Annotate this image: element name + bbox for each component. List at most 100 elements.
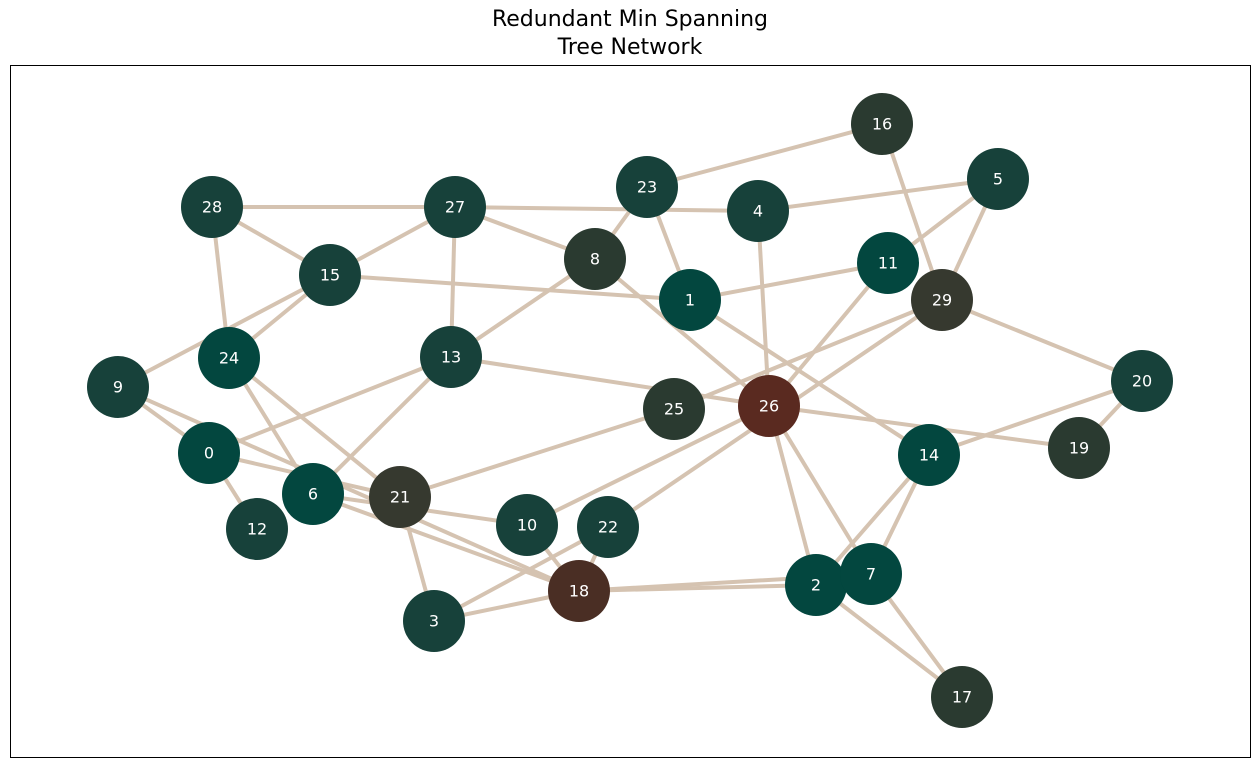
- node-27: 27: [424, 176, 486, 238]
- node-label-28: 28: [202, 198, 222, 217]
- node-23: 23: [616, 156, 678, 218]
- node-label-5: 5: [993, 170, 1003, 189]
- node-circle-15: [299, 244, 361, 306]
- node-circle-10: [496, 494, 558, 556]
- node-label-18: 18: [569, 582, 589, 601]
- node-label-9: 9: [113, 378, 123, 397]
- node-circle-21: [369, 466, 431, 528]
- node-label-12: 12: [247, 520, 267, 539]
- node-25: 25: [643, 378, 705, 440]
- node-10: 10: [496, 494, 558, 556]
- edge-6-18: [311, 492, 581, 593]
- node-circle-0: [178, 422, 240, 484]
- node-circle-3: [403, 590, 465, 652]
- edge-13-6: [311, 355, 453, 496]
- node-label-13: 13: [441, 348, 461, 367]
- edge-1-11: [688, 261, 890, 302]
- node-label-11: 11: [878, 254, 898, 273]
- node-29: 29: [911, 269, 973, 331]
- node-label-2: 2: [811, 576, 821, 595]
- node-13: 13: [420, 326, 482, 388]
- edge-23-16: [645, 122, 884, 189]
- node-circle-2: [785, 554, 847, 616]
- node-label-25: 25: [664, 400, 684, 419]
- node-label-0: 0: [204, 444, 214, 463]
- node-label-3: 3: [429, 612, 439, 631]
- node-16: 16: [851, 93, 913, 155]
- node-circle-29: [911, 269, 973, 331]
- node-circle-11: [857, 232, 919, 294]
- node-20: 20: [1111, 350, 1173, 412]
- node-circle-1: [659, 269, 721, 331]
- node-label-26: 26: [759, 397, 779, 416]
- node-6: 6: [282, 463, 344, 525]
- node-circle-9: [87, 356, 149, 418]
- node-label-17: 17: [952, 688, 972, 707]
- edge-11-26: [767, 261, 890, 408]
- edge-26-7: [767, 404, 873, 576]
- node-label-15: 15: [320, 266, 340, 285]
- edge-24-21: [227, 356, 402, 499]
- node-circle-14: [898, 424, 960, 486]
- node-5: 5: [967, 148, 1029, 210]
- node-circle-25: [643, 378, 705, 440]
- node-18: 18: [548, 560, 610, 622]
- node-circle-4: [727, 180, 789, 242]
- edge-20-14: [927, 379, 1144, 457]
- edge-29-20: [940, 298, 1144, 383]
- edge-1-14: [688, 298, 931, 457]
- edge-22-3: [432, 525, 610, 623]
- node-9: 9: [87, 356, 149, 418]
- node-28: 28: [181, 176, 243, 238]
- node-circle-20: [1111, 350, 1173, 412]
- node-label-4: 4: [753, 202, 763, 221]
- edge-9-18: [116, 385, 581, 593]
- node-circle-26: [738, 375, 800, 437]
- node-circle-27: [424, 176, 486, 238]
- node-2: 2: [785, 554, 847, 616]
- edge-21-25: [398, 407, 676, 499]
- node-21: 21: [369, 466, 431, 528]
- edge-29-25: [672, 298, 944, 411]
- edge-13-0: [207, 355, 453, 455]
- node-label-21: 21: [390, 488, 410, 507]
- node-label-1: 1: [685, 291, 695, 310]
- node-0: 0: [178, 422, 240, 484]
- node-label-19: 19: [1069, 439, 1089, 458]
- node-circle-19: [1048, 417, 1110, 479]
- node-label-20: 20: [1132, 372, 1152, 391]
- node-circle-18: [548, 560, 610, 622]
- node-label-29: 29: [932, 291, 952, 310]
- node-label-22: 22: [598, 518, 618, 537]
- node-12: 12: [226, 498, 288, 560]
- node-label-16: 16: [872, 115, 892, 134]
- node-label-27: 27: [445, 198, 465, 217]
- node-circle-23: [616, 156, 678, 218]
- node-circle-6: [282, 463, 344, 525]
- node-label-6: 6: [308, 485, 318, 504]
- node-label-23: 23: [637, 178, 657, 197]
- node-15: 15: [299, 244, 361, 306]
- edge-4-5: [756, 177, 1000, 213]
- chart-title: Redundant Min Spanning Tree Network: [0, 6, 1260, 62]
- node-label-14: 14: [919, 446, 939, 465]
- plot-frame: [10, 65, 1251, 758]
- edge-27-4: [453, 205, 760, 213]
- node-circle-5: [967, 148, 1029, 210]
- node-4: 4: [727, 180, 789, 242]
- node-label-10: 10: [517, 516, 537, 535]
- edge-26-10: [525, 404, 771, 527]
- node-22: 22: [577, 496, 639, 558]
- node-circle-24: [198, 327, 260, 389]
- node-circle-12: [226, 498, 288, 560]
- node-circle-22: [577, 496, 639, 558]
- node-26: 26: [738, 375, 800, 437]
- edge-13-26: [449, 355, 771, 408]
- node-8: 8: [564, 228, 626, 290]
- node-17: 17: [931, 666, 993, 728]
- node-14: 14: [898, 424, 960, 486]
- node-circle-8: [564, 228, 626, 290]
- node-circle-13: [420, 326, 482, 388]
- chart-title-line-1: Redundant Min Spanning: [491, 7, 769, 32]
